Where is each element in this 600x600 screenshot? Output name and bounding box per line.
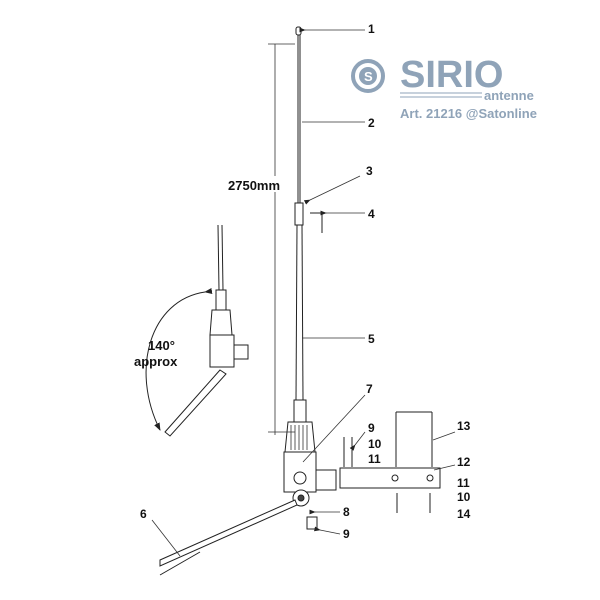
callout-13: 13 — [457, 419, 471, 433]
callout-7: 7 — [366, 382, 373, 396]
callout-numbers: 1 2 3 4 5 7 9 10 11 13 12 11 10 14 8 9 6 — [140, 22, 471, 541]
callout-10b: 10 — [457, 490, 471, 504]
callout-6: 6 — [140, 507, 147, 521]
callout-8: 8 — [343, 505, 350, 519]
callout-5: 5 — [368, 332, 375, 346]
callout-11: 11 — [368, 452, 381, 466]
article-number: Art. 21216 @Satonline — [400, 106, 537, 121]
logo-subtitle: antenne — [484, 88, 534, 103]
callout-4: 4 — [368, 207, 375, 221]
tilted-antenna-sketch: 140° approx — [134, 224, 249, 437]
svg-text:S: S — [364, 69, 373, 84]
mounting-bracket — [306, 411, 441, 530]
callout-14: 14 — [457, 507, 471, 521]
callout-9b: 9 — [343, 527, 350, 541]
callout-2: 2 — [368, 116, 375, 130]
sirio-logo: S SIRIO antenne Art. 21216 @Satonline — [351, 54, 537, 121]
length-dimension: 2750mm — [226, 43, 295, 435]
callout-1: 1 — [368, 22, 375, 36]
logo-brand: SIRIO — [400, 54, 503, 96]
angle-value: 140° — [148, 338, 175, 353]
antenna-whip — [159, 26, 337, 576]
length-label: 2750mm — [228, 178, 280, 193]
callout-10: 10 — [368, 437, 382, 451]
callout-3: 3 — [366, 164, 373, 178]
callout-12: 12 — [457, 455, 471, 469]
callout-11b: 11 — [457, 476, 470, 490]
angle-note: approx — [134, 354, 178, 369]
callout-9: 9 — [368, 421, 375, 435]
callout-leaders — [151, 27, 456, 557]
